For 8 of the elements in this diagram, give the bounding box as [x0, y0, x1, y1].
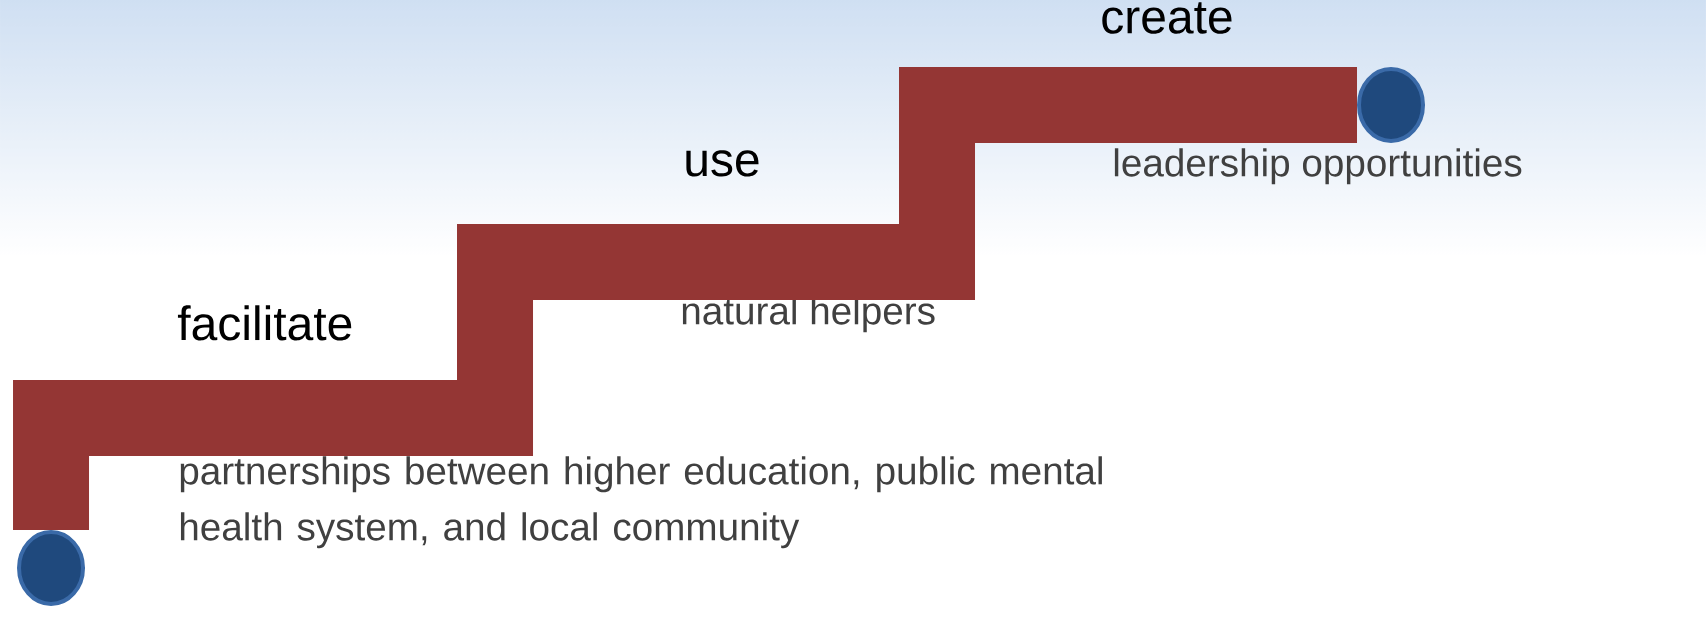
step-description: leadership opportunities: [1114, 148, 1522, 185]
step-description: natural helpers: [682, 296, 935, 333]
dot-marker: [17, 530, 85, 606]
dot-marker: [1357, 67, 1425, 143]
step-heading: facilitate: [177, 305, 352, 341]
step-heading: create: [1102, 2, 1232, 34]
step-description: partnerships between higher education, public mental health system, and local community: [180, 456, 1102, 549]
step-heading: use: [686, 150, 759, 177]
